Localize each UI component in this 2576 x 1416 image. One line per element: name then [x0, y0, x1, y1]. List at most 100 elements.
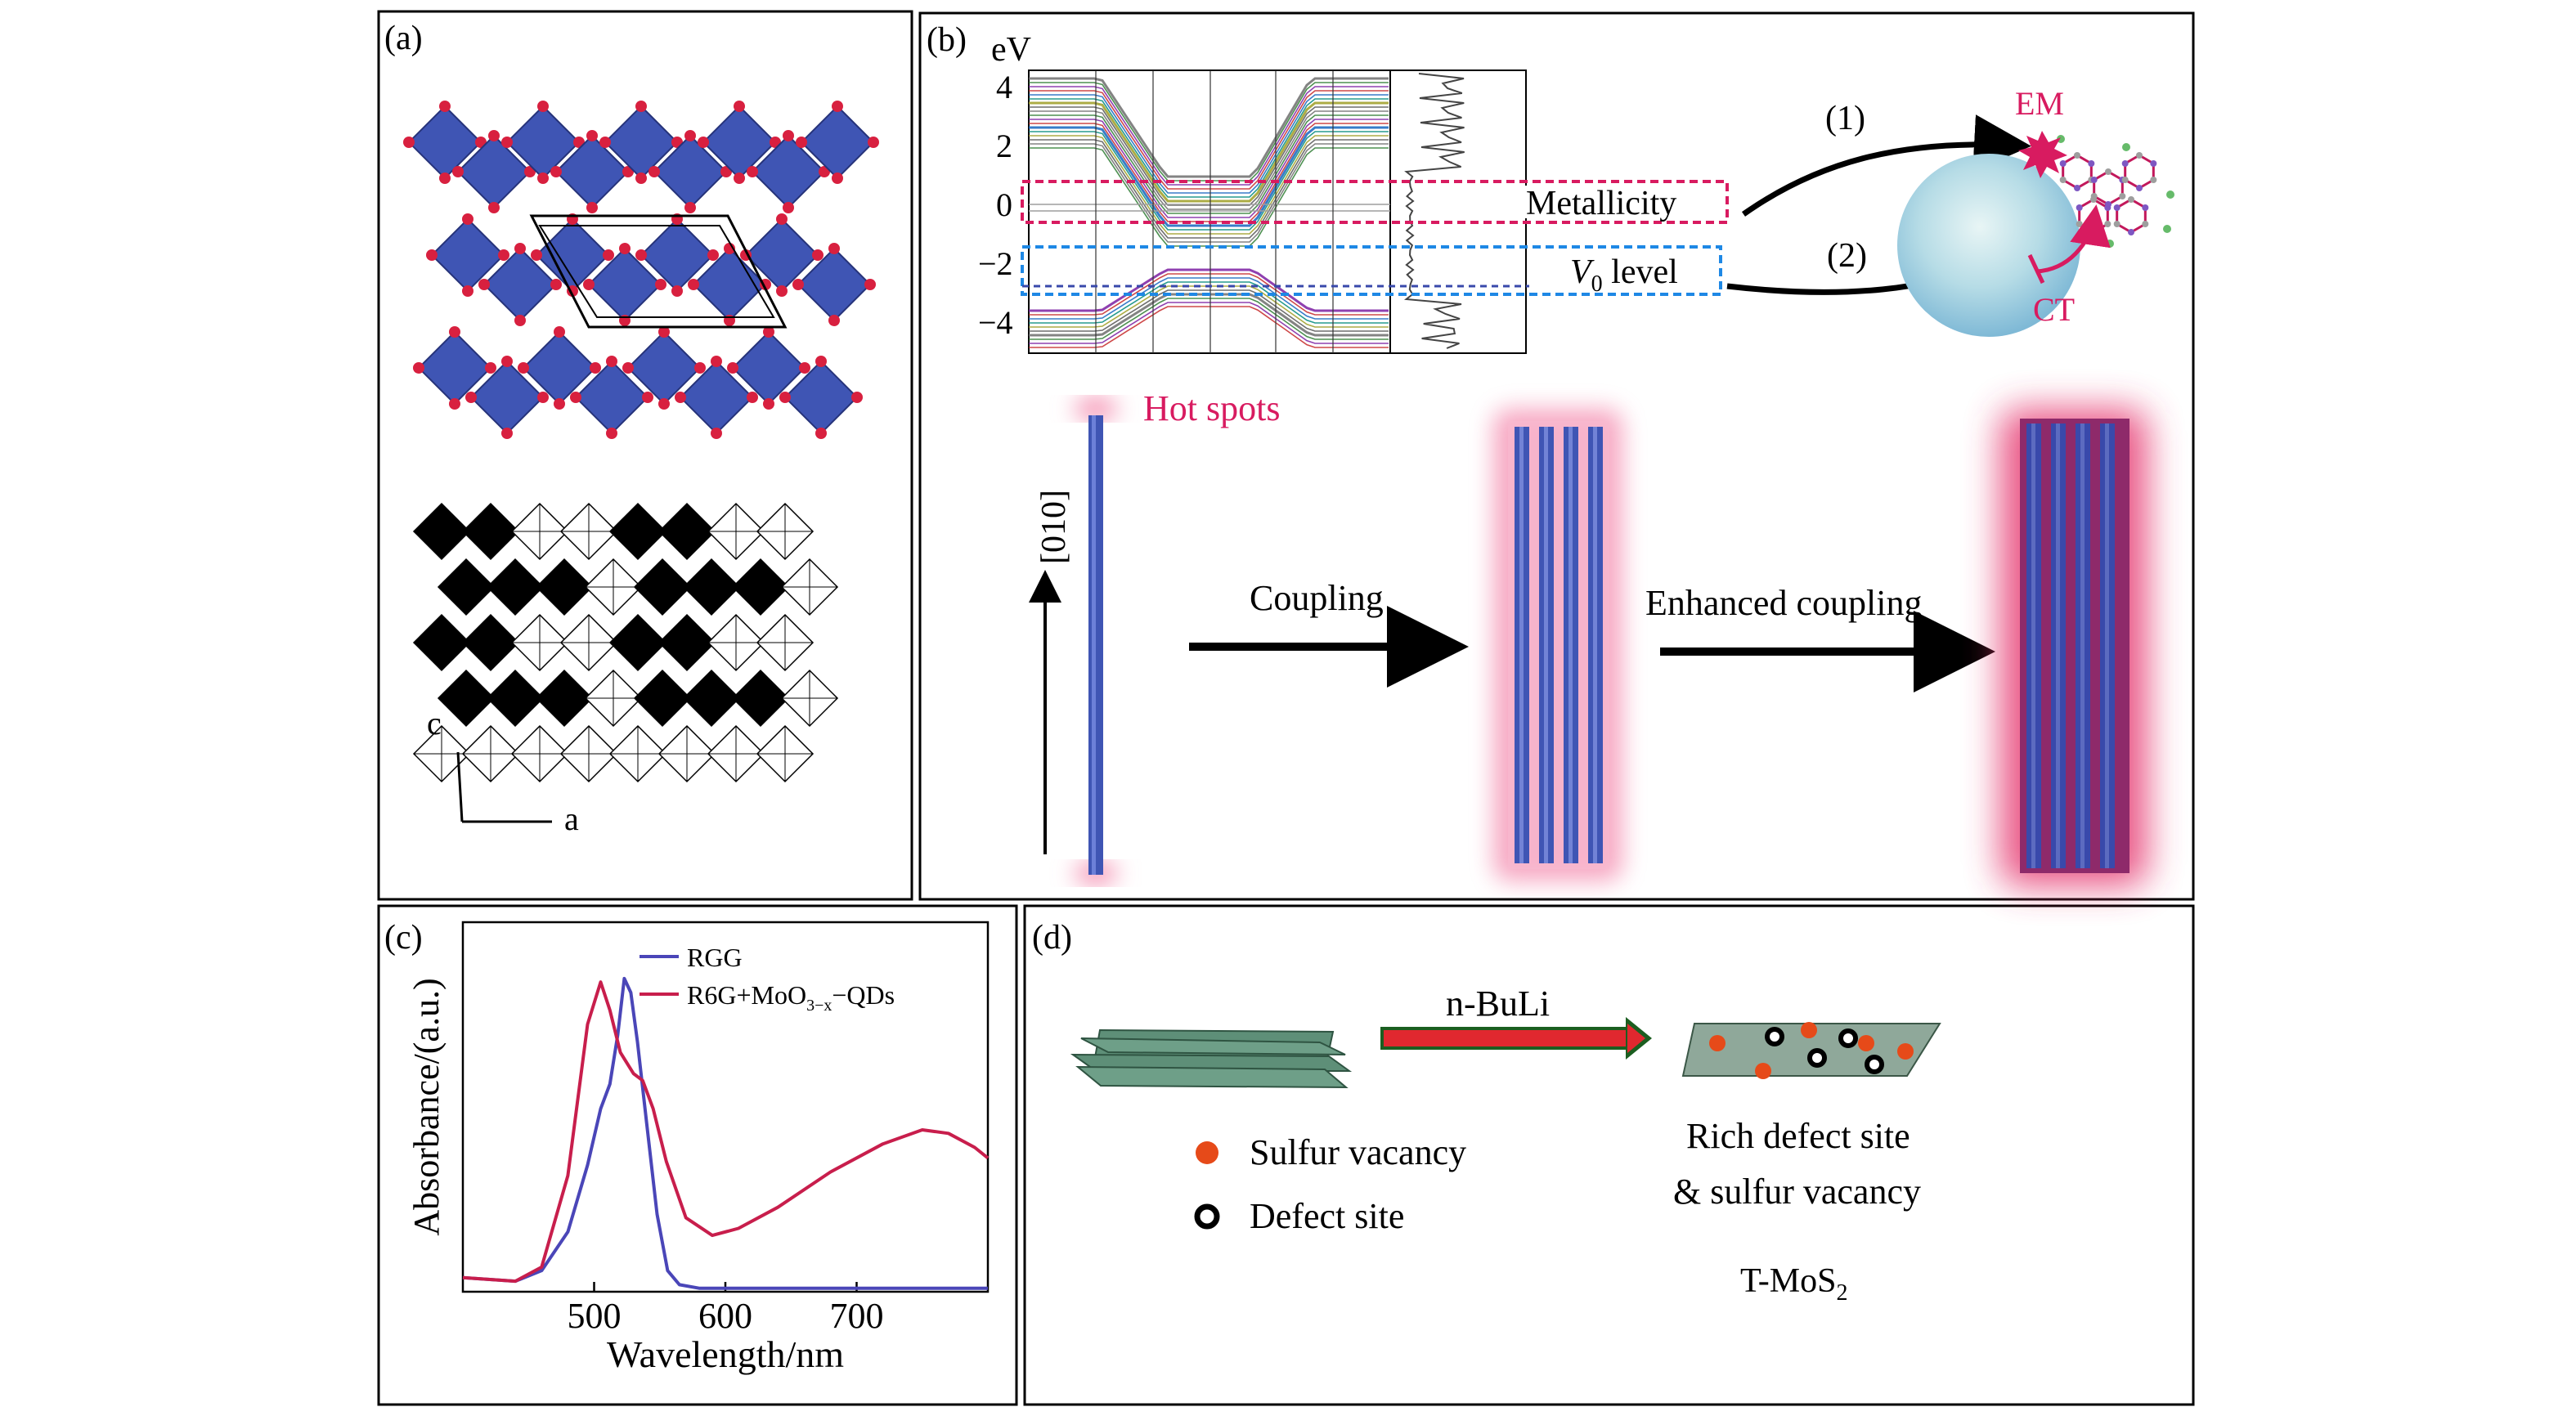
x-tick-label: 500 [568, 1296, 622, 1336]
ct-arrow [2035, 204, 2111, 274]
coupled-nanobelt-bundle [1493, 409, 1622, 881]
molecule-atom [2150, 160, 2157, 167]
molecule-atom [2163, 225, 2171, 233]
oxygen-atom [586, 202, 598, 213]
path-2-label: (2) [1827, 237, 1867, 275]
molecule-atom [2121, 177, 2129, 183]
octahedron-cell [731, 558, 790, 616]
panel-c-frame [377, 904, 1018, 1406]
oxygen-atom [537, 101, 549, 112]
oxygen-atom [413, 362, 424, 374]
oxygen-atom [452, 166, 464, 177]
oxygen-atom [518, 362, 529, 374]
oxygen-atom [635, 173, 647, 184]
oxygen-atom [537, 173, 549, 184]
oxygen-atom [439, 101, 451, 112]
oxygen-atom [622, 362, 634, 374]
legend-label-rgg: RGG [687, 943, 743, 972]
rich-defect-line2: & sulfur vacancy [1673, 1172, 1921, 1212]
mos2-sheet-stack [1070, 1028, 1353, 1089]
molecule-atom [2104, 221, 2112, 227]
oxygen-atom [403, 137, 415, 148]
oxygen-atom [776, 285, 788, 297]
band-line [1029, 135, 1389, 235]
em-burst-icon [2018, 131, 2067, 178]
molecule-atom [2136, 152, 2143, 159]
oxygen-atom [462, 285, 473, 297]
molecule-atom [2166, 190, 2174, 199]
octahedron-cell [633, 558, 692, 616]
octahedron-cell [633, 669, 692, 728]
octahedron-cell [682, 669, 741, 728]
dos-trace [1403, 73, 1465, 349]
octahedron-cell [731, 669, 790, 728]
sulfur-vacancy-label: Sulfur vacancy [1250, 1132, 1466, 1172]
oxygen-atom [851, 392, 863, 403]
oxygen-atom [603, 249, 614, 261]
oxygen-atom [792, 279, 804, 290]
molecule-atom [2076, 221, 2083, 227]
molecule-ring [2124, 154, 2155, 190]
ct-label: CT [2033, 291, 2075, 328]
molecule-atom [2059, 160, 2067, 167]
x-axis-label: Wavelength/nm [607, 1333, 844, 1375]
series-line-0 [462, 976, 988, 1290]
molecule-atom [2121, 160, 2129, 167]
path-1-arrow [1741, 114, 2031, 217]
oxygen-atom [815, 428, 827, 439]
oxygen-atom [783, 130, 794, 141]
band-line [1029, 86, 1389, 186]
octahedron-cell [437, 558, 496, 616]
oxygen-atom [776, 213, 788, 225]
oxygen-atom [514, 315, 526, 326]
octahedra-schematic [412, 502, 839, 783]
band-line [1029, 77, 1389, 178]
oxygen-atom [635, 101, 647, 112]
oxygen-atom [537, 392, 549, 403]
crystal-axes: c a [427, 705, 579, 837]
octahedron-cell [608, 613, 667, 672]
molecule-atom [2113, 221, 2120, 227]
nanoparticle-sphere [1897, 154, 2080, 337]
oxygen-atom [514, 243, 526, 254]
band-line [1029, 110, 1389, 210]
oxygen-atom [734, 101, 745, 112]
oxygen-atom [763, 326, 774, 338]
oxygen-atom [462, 213, 473, 225]
oxygen-atom [426, 249, 438, 261]
oxygen-atom [734, 173, 745, 184]
oxygen-atom [658, 326, 670, 338]
path-1-label: (1) [1825, 100, 1865, 137]
oxygen-atom [586, 130, 598, 141]
panel-a-frame [377, 10, 913, 901]
oxygen-atom [485, 362, 496, 374]
oxygen-atom [694, 362, 706, 374]
oxygen-atom [707, 249, 719, 261]
band-line [1029, 302, 1389, 344]
oxygen-atom [554, 398, 565, 410]
enhanced-nanobelt-bundle [2000, 409, 2147, 886]
axis-a-label: a [564, 800, 579, 837]
hot-spots-label: Hot spots [1143, 388, 1280, 428]
oxygen-atom [550, 279, 562, 290]
molecule-atom [2088, 160, 2095, 167]
band-line [1029, 306, 1389, 348]
crystal-structure [403, 101, 879, 439]
defect-site-marker [1194, 1203, 1220, 1230]
octahedron-cell [535, 669, 594, 728]
oxygen-atom [684, 130, 696, 141]
oxygen-atom [727, 362, 738, 374]
molecule-atom [2074, 152, 2080, 159]
oxygen-atom [658, 398, 670, 410]
oxygen-atom [583, 279, 595, 290]
oxygen-atom [868, 137, 879, 148]
octahedron-cell [657, 502, 716, 561]
oxygen-atom [783, 202, 794, 213]
oxygen-atom [815, 356, 827, 367]
panel-b-label: (b) [927, 21, 967, 59]
band-tick-m4: −4 [978, 304, 1013, 341]
oxygen-atom [711, 356, 722, 367]
band-line [1029, 94, 1389, 194]
molecule-atom [2113, 204, 2120, 211]
